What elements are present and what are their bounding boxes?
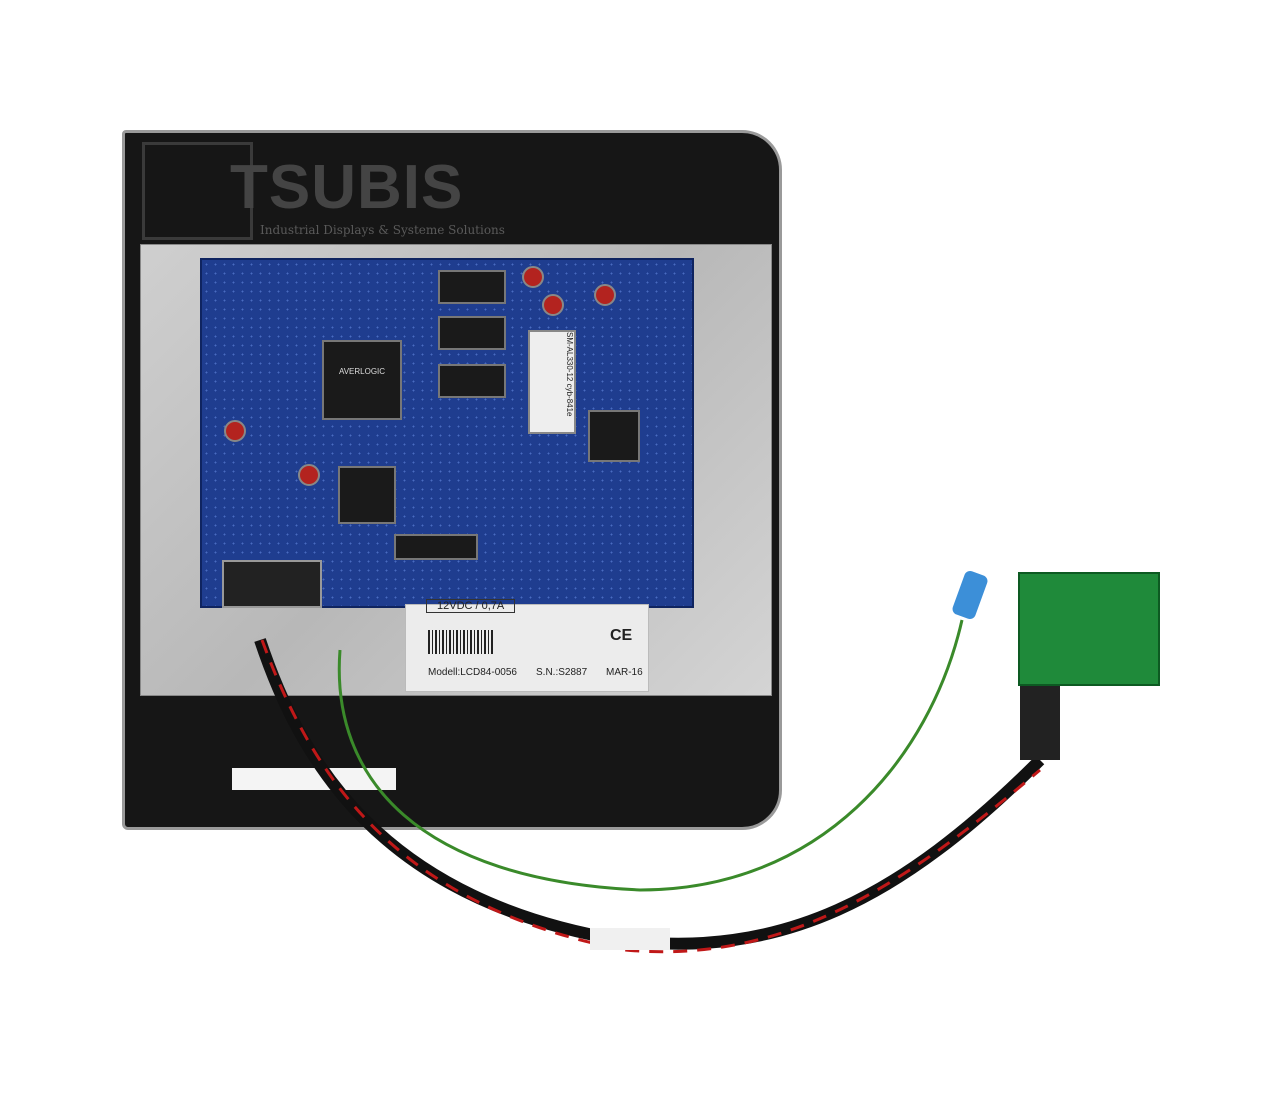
memory-chip bbox=[438, 270, 506, 304]
brand-tagline: Industrial Displays & Systeme Solutions bbox=[260, 223, 505, 237]
bottom-slot bbox=[232, 768, 396, 790]
barcode bbox=[428, 630, 493, 654]
adapter-board bbox=[1018, 572, 1160, 686]
main-cable bbox=[254, 638, 1045, 950]
capacitor bbox=[224, 420, 246, 442]
averlogic-chip: AVERLOGIC bbox=[322, 340, 402, 420]
db9-connector bbox=[222, 560, 322, 608]
capacitor bbox=[298, 464, 320, 486]
capacitor bbox=[522, 266, 544, 288]
brand-logo: TSUBIS bbox=[230, 153, 464, 222]
cable-sleeve bbox=[590, 928, 670, 950]
red-wire bbox=[260, 639, 1041, 954]
video-chip bbox=[338, 466, 396, 524]
ce-mark: CE bbox=[610, 627, 633, 644]
eprom-chip: SM-AL330-12 cyb-841e bbox=[528, 330, 576, 434]
serial-number: S.N.:S2887 bbox=[536, 667, 588, 678]
logo-frame bbox=[142, 142, 253, 240]
memory-chip bbox=[438, 364, 506, 398]
model-number: Modell:LCD84-0056 bbox=[428, 667, 517, 678]
controller-chip bbox=[588, 410, 640, 462]
memory-chip bbox=[438, 316, 506, 350]
product-label: 12VDC / 0,7A CE Modell:LCD84-0056 S.N.:S… bbox=[405, 599, 649, 692]
pin-header bbox=[394, 534, 478, 560]
eprom-code: cyb-841e bbox=[565, 383, 574, 417]
manufacture-date: MAR-16 bbox=[606, 667, 643, 678]
power-rating: 12VDC / 0,7A bbox=[426, 599, 516, 613]
capacitor bbox=[542, 294, 564, 316]
ground-wire bbox=[337, 619, 964, 892]
eprom-label: SM-AL330-12 bbox=[565, 332, 574, 382]
capacitor bbox=[594, 284, 616, 306]
circuit-board: AVERLOGIC SM-AL330-12 cyb-841e bbox=[200, 258, 694, 608]
